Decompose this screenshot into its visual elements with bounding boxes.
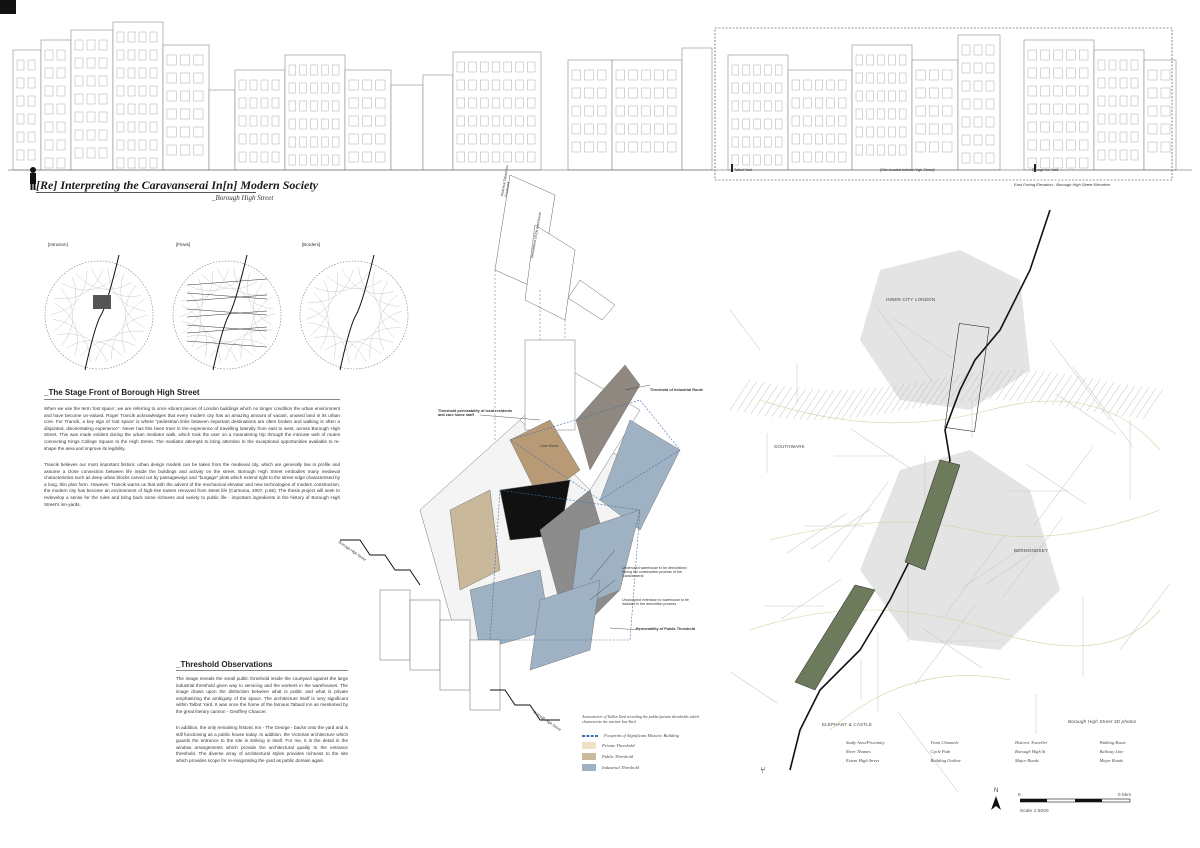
map-label-elephant-castle: ELEPHANT & CASTLE bbox=[822, 722, 873, 727]
threshold-paragraph-1: The image reveals the small public thres… bbox=[176, 676, 348, 714]
stage-front-paragraph-2: Trancik believes our most important hist… bbox=[44, 462, 340, 507]
map-label-bermondsey: BERMONDSEY bbox=[1014, 548, 1049, 553]
map-legend-item: Major Roads bbox=[1099, 758, 1124, 763]
map-legend-item: Study Area/Proximity bbox=[846, 740, 885, 745]
map-label-borough-plan: Borough High Street 3D photos bbox=[1068, 719, 1137, 724]
axo-legend: Footprint of Significant Historic Buildi… bbox=[582, 733, 679, 775]
svg-text:⑂: ⑂ bbox=[760, 766, 765, 776]
axo-annotation-care-home: Care Home bbox=[540, 444, 559, 448]
axo-annotation-threshold-local: Threshold permeability of local resident… bbox=[438, 409, 513, 417]
threshold-heading: _Threshold Observations bbox=[176, 660, 273, 669]
north-arrow-icon bbox=[991, 796, 1001, 810]
site-map: ⑂ bbox=[730, 210, 1170, 793]
map-legend-item: Cycle Path bbox=[930, 749, 951, 754]
diagram-label-borders: [Borders] bbox=[302, 242, 321, 247]
north-label: N bbox=[994, 788, 999, 794]
figure-silhouette-icon bbox=[30, 167, 36, 190]
scale-label: Scale 1:5000 bbox=[1020, 808, 1049, 813]
axo-annotation-public-permeability: Permeability of Public Threshold bbox=[636, 627, 696, 631]
map-legend-item: Railway Line bbox=[1099, 749, 1124, 754]
map-legend-item: Historic Traveller bbox=[1015, 740, 1048, 745]
map-legend-item: Walking Route bbox=[1099, 740, 1126, 745]
map-legend-item: Train Channels bbox=[930, 740, 959, 745]
stage-front-paragraph-1: When we use the term 'lost space', we ar… bbox=[44, 406, 340, 451]
threshold-paragraph-2: In addition, the only remaining historic… bbox=[176, 725, 348, 763]
stage-front-heading: _The Stage Front of Borough High Street bbox=[44, 388, 200, 397]
map-legend-item: Building Outline bbox=[930, 758, 961, 763]
axo-legend-row: Private Threshold bbox=[582, 742, 679, 749]
scale-end: 0.5km bbox=[1118, 792, 1132, 797]
map-label-southwark: SOUTHWARK bbox=[774, 444, 805, 449]
axo-legend-label: Footprint of Significant Historic Buildi… bbox=[604, 733, 679, 738]
map-legend-item: River Thames bbox=[846, 749, 871, 754]
axo-annotation-industrial-threshold: Threshold of Industrial Route bbox=[650, 388, 703, 392]
map-legend-item: Borough High St bbox=[1015, 749, 1046, 754]
axonometric-drawing bbox=[340, 174, 681, 721]
diagram-label-intrusion: [Intrusion] bbox=[48, 242, 68, 247]
map-legend-item: Extent High Street bbox=[846, 758, 880, 763]
axo-caption: Axonometric of Talbot Yard revealing the… bbox=[582, 714, 700, 724]
elevation-label-mid: [Site located behind High Street] bbox=[880, 168, 935, 172]
circle-diagrams bbox=[44, 254, 409, 371]
axo-annotation-unoccupied-extension: Unoccupied extension to warehouse to be … bbox=[622, 598, 689, 606]
axo-legend-label: Private Threshold bbox=[602, 743, 635, 748]
axo-annotation-underused-warehouse: Underused warehouse to be demolished dur… bbox=[622, 566, 687, 578]
map-legend: Study Area/Proximity Train Channels Hist… bbox=[846, 740, 1176, 763]
elevation-label-right: George Inn Yard bbox=[1032, 168, 1059, 172]
corner-marker bbox=[0, 0, 16, 14]
map-legend-item: Major Roads bbox=[1015, 758, 1039, 763]
axo-legend-label: Industrial Threshold bbox=[602, 765, 639, 770]
axo-legend-row: Industrial Threshold bbox=[582, 764, 679, 771]
elevation-caption: East Facing Elevation - Borough High Str… bbox=[1014, 182, 1111, 187]
street-elevation bbox=[8, 21, 1192, 181]
page-subtitle: _Borough High Street bbox=[212, 194, 274, 202]
map-label-inner-city: INNER CITY LONDON bbox=[886, 297, 936, 302]
diagram-label-flows: [Flows] bbox=[176, 242, 191, 247]
axo-legend-label: Public Threshold bbox=[602, 754, 633, 759]
page-title: [Re] Interpreting the Caravanserai In[n]… bbox=[36, 178, 319, 192]
axo-legend-row: Footprint of Significant Historic Buildi… bbox=[582, 733, 679, 738]
elevation-label-left: Talbot Yard bbox=[734, 168, 752, 172]
scale-zero: 0 bbox=[1018, 792, 1021, 797]
axo-legend-row: Public Threshold bbox=[582, 753, 679, 760]
scale-bar bbox=[1020, 798, 1131, 803]
